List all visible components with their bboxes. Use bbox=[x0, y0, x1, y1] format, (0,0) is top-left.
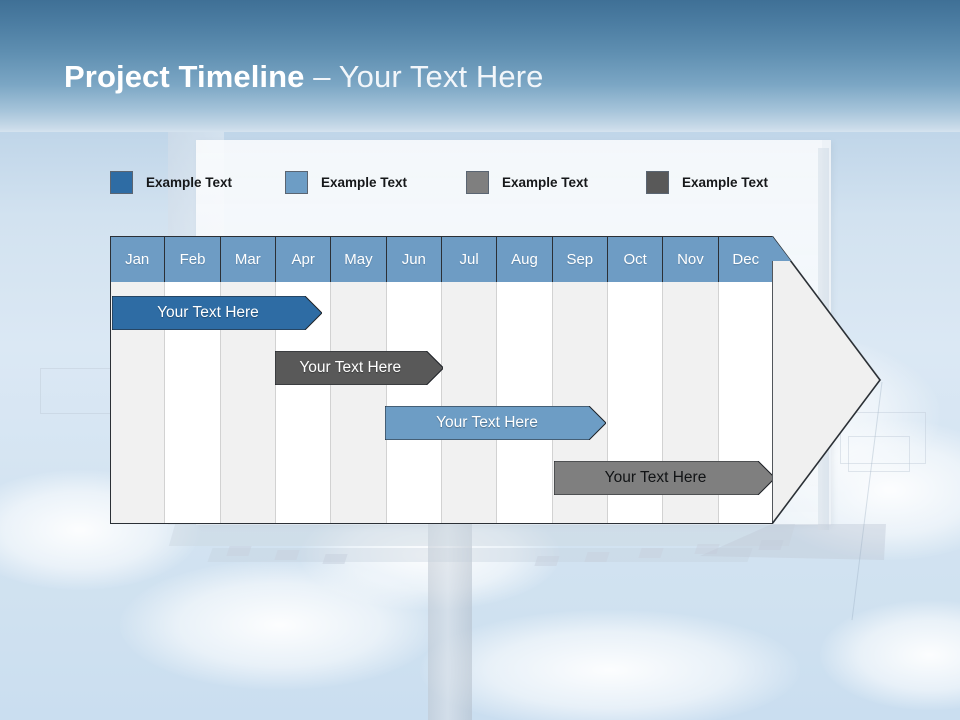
task-bar-label: Your Text Here bbox=[604, 469, 707, 486]
billboard-frame-ghost bbox=[848, 436, 910, 472]
grid-column-jul bbox=[441, 282, 498, 524]
header-band: Project Timeline – Your Text Here bbox=[0, 0, 960, 132]
month-header-feb: Feb bbox=[165, 236, 221, 282]
month-header-nov: Nov bbox=[663, 236, 719, 282]
legend-item-label: Example Text bbox=[321, 174, 408, 190]
legend-item-label: Example Text bbox=[502, 174, 589, 190]
task-bar-label: Your Text Here bbox=[436, 414, 538, 431]
billboard-panel-edge-ghost bbox=[818, 148, 829, 530]
task-bar-label: Your Text Here bbox=[299, 359, 402, 376]
billboard-lamp-ghost bbox=[694, 544, 720, 554]
page-title-bold: Project Timeline bbox=[64, 59, 305, 94]
month-header-dec: Dec bbox=[718, 236, 773, 282]
month-header-aug: Aug bbox=[497, 236, 553, 282]
legend-item-label: Example Text bbox=[146, 174, 233, 190]
billboard-lamp-ghost bbox=[638, 548, 664, 558]
task-bar-arrow-icon bbox=[554, 461, 775, 495]
billboard-lamp-ghost bbox=[226, 546, 252, 556]
legend-item-4[interactable]: Example Text bbox=[646, 170, 768, 194]
billboard-walkway-ghost bbox=[168, 524, 796, 546]
month-header-oct: Oct bbox=[607, 236, 664, 282]
task-bar-3[interactable]: Your Text Here bbox=[385, 406, 607, 440]
legend-swatch-icon bbox=[466, 170, 489, 194]
grid-column-aug bbox=[497, 282, 553, 524]
billboard-lamp-ghost bbox=[322, 554, 348, 564]
grid-column-jun bbox=[386, 282, 442, 524]
legend-swatch-icon bbox=[285, 170, 308, 194]
legend-item-label: Example Text bbox=[682, 174, 769, 190]
month-header-may: May bbox=[331, 236, 387, 282]
task-bar-label: Your Text Here bbox=[157, 304, 259, 321]
billboard-lamp-ghost bbox=[584, 552, 610, 562]
month-header-jan: Jan bbox=[110, 236, 166, 282]
billboard-lamp-ghost bbox=[274, 550, 300, 560]
legend-swatch-icon bbox=[646, 170, 669, 194]
task-bar-4[interactable]: Your Text Here bbox=[554, 461, 775, 495]
billboard-lamp-ghost bbox=[534, 556, 560, 566]
page-title-light: Your Text Here bbox=[338, 59, 544, 94]
month-header-apr: Apr bbox=[275, 236, 332, 282]
legend-item-3[interactable]: Example Text bbox=[466, 170, 588, 194]
month-header-mar: Mar bbox=[220, 236, 276, 282]
legend-item-2[interactable]: Example Text bbox=[285, 170, 407, 194]
task-bar-1[interactable]: Your Text Here bbox=[112, 296, 322, 330]
month-header-sep: Sep bbox=[552, 236, 608, 282]
billboard-lamp-ghost bbox=[758, 540, 784, 550]
legend-item-1[interactable]: Example Text bbox=[110, 170, 232, 194]
task-bar-arrow-icon bbox=[385, 406, 607, 440]
billboard-post-ghost bbox=[428, 520, 472, 720]
month-header-jul: Jul bbox=[441, 236, 498, 282]
task-bar-2[interactable]: Your Text Here bbox=[274, 351, 444, 385]
page-title: Project Timeline – Your Text Here bbox=[64, 59, 543, 95]
page-title-separator: – bbox=[304, 59, 339, 94]
task-bar-arrow-icon bbox=[112, 296, 322, 330]
grid-column-may bbox=[331, 282, 387, 524]
legend-swatch-icon bbox=[110, 170, 133, 194]
task-bar-arrow-icon bbox=[274, 351, 444, 385]
legend: Example Text Example Text Example Text E… bbox=[110, 170, 810, 194]
month-header-jun: Jun bbox=[386, 236, 442, 282]
billboard-frame-ghost bbox=[40, 368, 114, 414]
